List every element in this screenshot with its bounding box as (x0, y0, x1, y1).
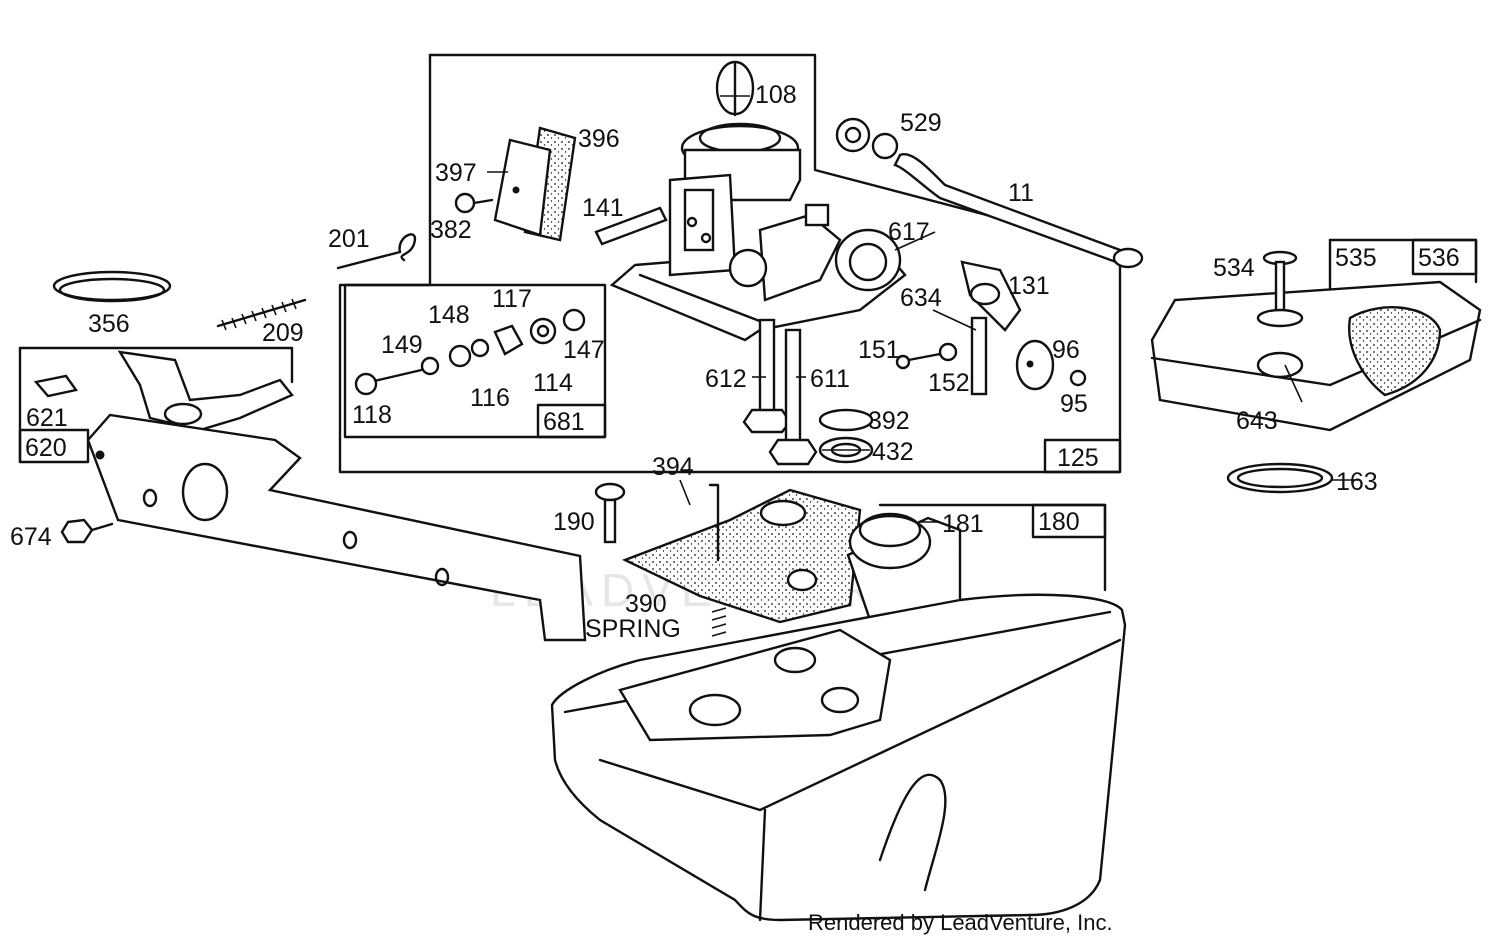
gasket-394 (594, 482, 862, 624)
part-label-181: 181 (942, 510, 984, 538)
control-bracket-frame (18, 346, 294, 464)
label-box-536 (1411, 238, 1478, 276)
fuel-tank-180 (550, 503, 1127, 922)
part-labels: 108 529 396 397 11 141 382 201 617 534 5… (10, 81, 1460, 643)
part-label-201: 201 (328, 225, 370, 253)
part-label-114: 114 (533, 369, 573, 397)
part-label-151: 151 (858, 336, 900, 364)
part-label-125: 125 (1057, 444, 1099, 472)
part-label-681: 681 (543, 408, 585, 436)
part-label-394: 394 (652, 453, 694, 481)
part-label-152: 152 (928, 369, 970, 397)
plate-96 (1015, 339, 1087, 391)
part-label-131: 131 (1008, 272, 1050, 300)
label-box-125 (1043, 438, 1122, 474)
kit-parts-681 (354, 308, 586, 396)
fuel-pipe-11 (835, 117, 1144, 269)
part-label-529: 529 (900, 109, 942, 137)
part-label-95: 95 (1060, 390, 1088, 418)
link-201 (336, 233, 417, 270)
part-label-432: 432 (872, 438, 914, 466)
gaskets-392-432 (818, 408, 874, 464)
part-label-611: 611 (810, 365, 850, 393)
carburetor-assembly-frame (338, 53, 1122, 474)
part-label-spring: SPRING (585, 615, 681, 643)
carburetor-kit-frame (343, 283, 607, 439)
part-label-634: 634 (900, 284, 942, 312)
pin-141 (594, 206, 668, 246)
part-label-535: 535 (1335, 244, 1377, 272)
carburetor-body (609, 60, 907, 342)
idle-screw-group (895, 342, 958, 370)
label-box-180 (1031, 503, 1107, 539)
part-label-643: 643 (1236, 407, 1278, 435)
bolts-612-611 (742, 318, 818, 466)
part-label-612: 612 (705, 365, 747, 393)
part-label-396: 396 (578, 125, 620, 153)
springs (52, 270, 307, 331)
part-label-148: 148 (428, 301, 470, 329)
control-plate (60, 413, 587, 642)
part-label-356: 356 (88, 310, 130, 338)
part-label-534: 534 (1213, 254, 1255, 282)
part-label-11: 11 (1008, 179, 1034, 207)
part-label-149: 149 (381, 331, 423, 359)
needle-valve-group (932, 260, 1022, 396)
part-label-382: 382 (430, 216, 472, 244)
part-label-163: 163 (1336, 468, 1378, 496)
part-label-96: 96 (1052, 336, 1080, 364)
choke-plate-group (454, 126, 577, 242)
part-label-397: 397 (435, 159, 477, 187)
part-label-180: 180 (1038, 508, 1080, 536)
leader-lines (487, 171, 1360, 523)
part-label-617: 617 (888, 218, 930, 246)
part-label-118: 118 (352, 401, 392, 429)
part-label-116: 116 (470, 384, 510, 412)
part-label-674: 674 (10, 523, 52, 551)
part-label-620: 620 (25, 434, 67, 462)
part-label-108: 108 (755, 81, 797, 109)
label-box-620 (18, 428, 90, 464)
air-cleaner-536 (1150, 238, 1482, 494)
part-label-392: 392 (868, 407, 910, 435)
part-label-390: 390 (625, 590, 667, 618)
spring-390 (711, 607, 727, 637)
part-label-536: 536 (1418, 244, 1460, 272)
part-label-190: 190 (553, 508, 595, 536)
label-box-681 (536, 403, 607, 439)
part-label-621: 621 (26, 404, 68, 432)
render-credit: Rendered by LeadVenture, Inc. (808, 910, 1113, 935)
part-label-147: 147 (563, 336, 605, 364)
part-label-117: 117 (492, 285, 532, 313)
part-label-209: 209 (262, 319, 304, 347)
part-label-141: 141 (582, 194, 624, 222)
